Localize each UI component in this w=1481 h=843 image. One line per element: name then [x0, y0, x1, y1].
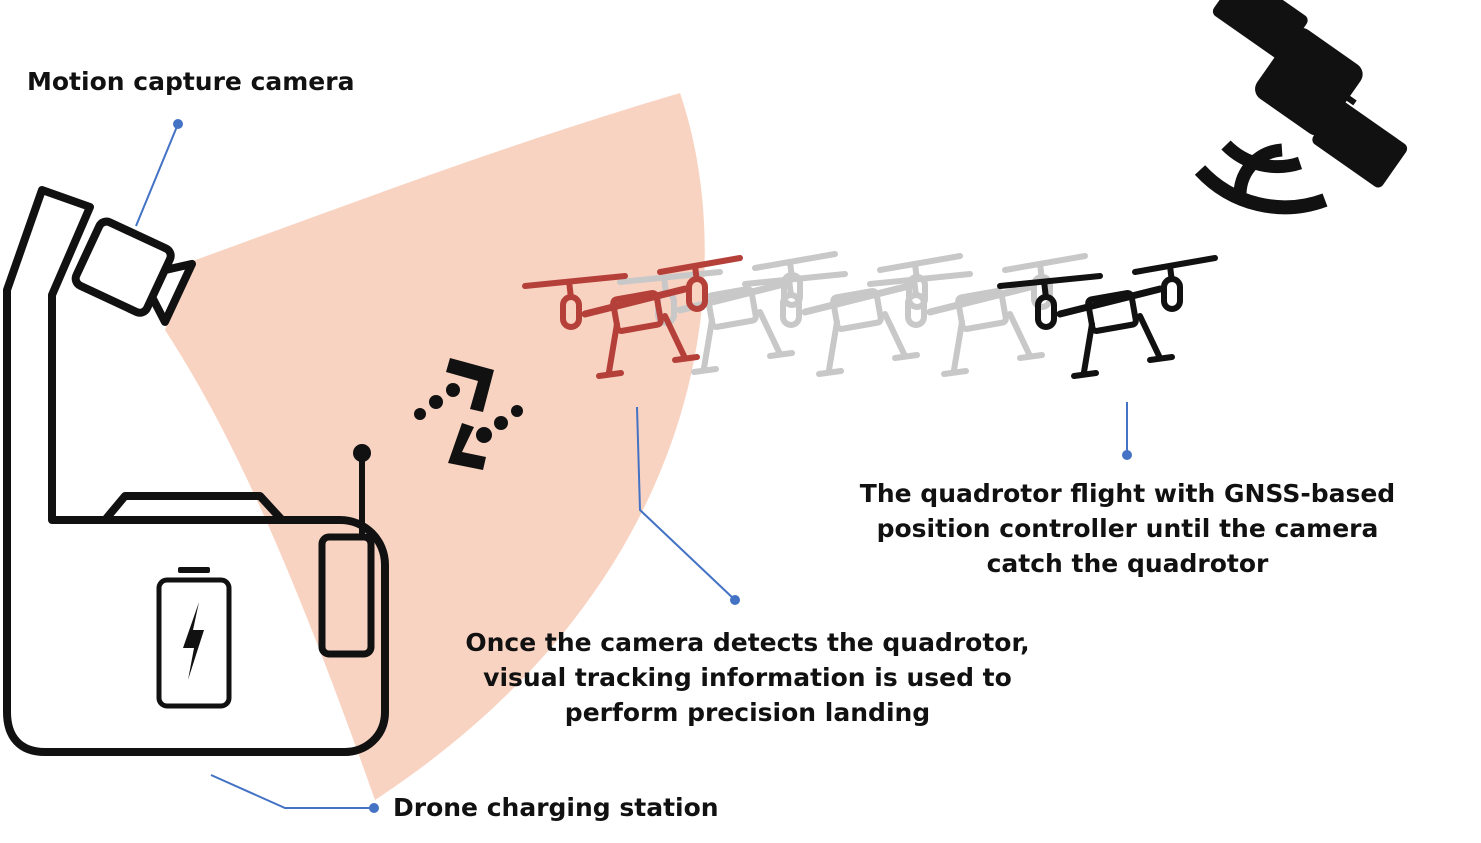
fiducial-marker-icon: [414, 358, 523, 470]
camera-field-of-view: [165, 93, 705, 800]
charging-station-label: Drone charging station: [393, 793, 719, 822]
visual-tracking-caption: Once the camera detects the quadrotor, v…: [440, 625, 1055, 730]
gnss-flight-line: position controller until the camera: [876, 514, 1379, 543]
gnss-flight-line: catch the quadrotor: [986, 549, 1269, 578]
visual-tracking-line: Once the camera detects the quadrotor,: [465, 628, 1030, 657]
visual-tracking-line: visual tracking information is used to: [483, 663, 1012, 692]
gnss-flight-caption: The quadrotor flight with GNSS-based pos…: [830, 476, 1425, 581]
video-camera-icon: [71, 217, 196, 326]
leader-lines: [135, 119, 1132, 813]
gnss-flight-line: The quadrotor flight with GNSS-based: [859, 479, 1396, 508]
satellite-icon: [1194, 0, 1408, 215]
charging-station: [3, 186, 389, 756]
battery-charging-icon: [156, 567, 232, 709]
visual-tracking-line: perform precision landing: [564, 698, 931, 727]
motion-camera-label: Motion capture camera: [27, 67, 355, 96]
